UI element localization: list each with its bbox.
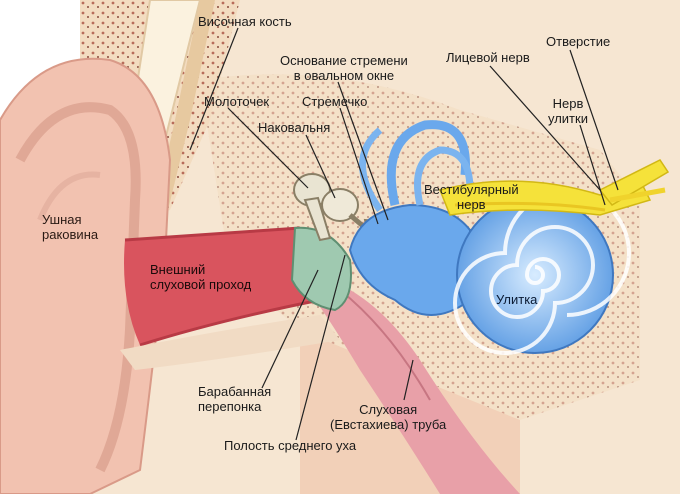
label-opening: Отверстие xyxy=(546,34,611,49)
eustachian-tube-shape xyxy=(315,280,520,494)
leader-incus xyxy=(305,134,336,199)
label-cochlear-nerve: Нерв улитки xyxy=(548,96,588,126)
leader-opening xyxy=(569,49,619,191)
leader-stapes-base xyxy=(337,81,389,221)
label-stapes-base-line-1: Основание стремени xyxy=(280,53,408,68)
label-auricle-line-1: Ушная xyxy=(42,212,82,227)
label-vestibular-nerve: Вестибулярный нерв xyxy=(424,182,519,212)
leader-malleus xyxy=(227,107,309,189)
label-facial-nerve: Лицевой нерв xyxy=(446,50,530,65)
nerves-shape xyxy=(438,159,670,216)
label-middle-ear-cavity: Полость среднего уха xyxy=(224,438,357,453)
label-eustachian-tube-line-2: (Евстахиева) труба xyxy=(330,417,447,432)
label-eardrum: Барабанная перепонка xyxy=(198,384,271,414)
leader-eardrum xyxy=(261,269,319,389)
label-auricle: Ушная раковина xyxy=(42,212,98,242)
leader-lines xyxy=(189,27,619,441)
label-incus: Наковальня xyxy=(258,120,331,135)
leader-cochlear-nerve xyxy=(579,124,606,206)
label-vestibular-nerve-line-2: нерв xyxy=(457,197,486,212)
label-cochlea: Улитка xyxy=(496,292,538,307)
label-temporal-bone: Височная кость xyxy=(198,14,292,29)
label-stapes: Стремечко xyxy=(302,94,368,109)
label-eardrum-line-2: перепонка xyxy=(198,399,262,414)
label-eardrum-line-1: Барабанная xyxy=(198,384,272,399)
label-cochlear-nerve-line-2: улитки xyxy=(548,111,588,126)
label-cochlear-nerve-line-1: Нерв xyxy=(552,96,584,111)
ear-canal-shape xyxy=(120,226,340,370)
label-ear-canal-line-1: Внешний xyxy=(150,262,206,277)
leader-facial-nerve xyxy=(489,65,601,191)
leader-middle-ear xyxy=(295,254,346,441)
leader-temporal-bone xyxy=(189,27,239,151)
label-vestibular-nerve-line-1: Вестибулярный xyxy=(424,182,519,197)
label-ear-canal-line-2: слуховой проход xyxy=(150,277,252,292)
leader-eustachian xyxy=(403,359,414,401)
auricle-shape xyxy=(0,57,172,494)
leader-stapes xyxy=(339,107,379,225)
label-eustachian-tube: Слуховая (Евстахиева) труба xyxy=(330,402,446,432)
label-eustachian-tube-line-1: Слуховая xyxy=(359,402,418,417)
label-malleus: Молоточек xyxy=(204,94,270,109)
label-auricle-line-2: раковина xyxy=(42,227,99,242)
label-ear-canal: Внешний слуховой проход xyxy=(150,262,251,292)
label-stapes-base-line-2: в овальном окне xyxy=(293,68,395,83)
label-stapes-base: Основание стремени в овальном окне xyxy=(280,53,408,83)
vestibule-shape xyxy=(348,120,474,316)
